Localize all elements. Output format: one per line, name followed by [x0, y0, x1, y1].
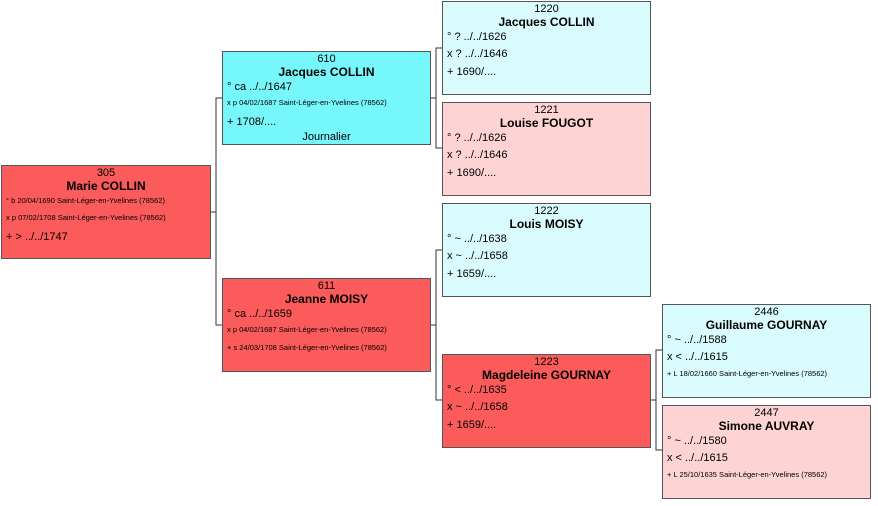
marriage-line: x ? ../../1646: [447, 149, 508, 161]
birth-line: ° ca ../../1647: [227, 81, 292, 93]
death-line: + 1659/....: [447, 268, 497, 280]
person-name: Jeanne MOISY: [284, 292, 369, 306]
birth-line: ° ~ ../../1588: [667, 334, 727, 346]
sosa-number: 305: [96, 167, 116, 179]
person-name: Guillaume GOURNAY: [705, 318, 828, 332]
occupation: Journalier: [302, 131, 351, 143]
marriage-line: x ~ ../../1658: [447, 401, 508, 413]
person-box-611[interactable]: 611 Jeanne MOISY ° ca ../../1659 x p 04/…: [222, 278, 431, 372]
marriage-line: x p 04/02/1687 Saint-Léger-en-Yvelines (…: [227, 98, 387, 107]
person-box-2447[interactable]: 2447 Simone AUVRAY ° ~ ../../1580 x < ..…: [662, 405, 871, 499]
sosa-number: 2447: [754, 407, 779, 419]
death-line: + 1690/....: [447, 167, 497, 179]
person-name: Simone AUVRAY: [718, 419, 815, 433]
connector-305-parents: [211, 97, 222, 213]
person-name: Magdeleine GOURNAY: [482, 368, 611, 382]
birth-line: ° ? ../../1626: [447, 132, 507, 144]
marriage-line: x < ../../1615: [667, 452, 728, 464]
connector-305-mother: [215, 212, 222, 326]
connector-610-mother: [435, 98, 442, 149]
person-name: Jacques COLLIN: [498, 15, 595, 29]
connector-611-mother: [435, 325, 442, 401]
death-line: + > ../../1747: [6, 231, 68, 243]
death-line: + 1708/....: [227, 116, 277, 128]
person-name: Louis MOISY: [509, 217, 584, 231]
death-line: + s 24/03/1708 Saint-Léger-en-Yvelines (…: [227, 343, 387, 352]
marriage-line: x p 07/02/1708 Saint-Léger-en-Yvelines (…: [6, 213, 166, 222]
connector-1223-parents: [651, 349, 662, 401]
person-box-1220[interactable]: 1220 Jacques COLLIN ° ? ../../1626 x ? .…: [442, 1, 651, 95]
connector-611-parents: [431, 249, 442, 326]
death-line: + L 25/10/1635 Saint-Léger-en-Yvelines (…: [667, 470, 828, 479]
birth-line: ° < ../../1635: [447, 384, 507, 396]
person-box-1222[interactable]: 1222 Louis MOISY ° ~ ../../1638 x ~ ../.…: [442, 203, 651, 297]
birth-line: ° ~ ../../1638: [447, 233, 507, 245]
birth-line: ° ~ ../../1580: [667, 435, 727, 447]
person-name: Louise FOUGOT: [499, 116, 594, 130]
sosa-number: 1223: [534, 356, 559, 368]
sosa-number: 2446: [754, 306, 779, 318]
person-box-610[interactable]: 610 Jacques COLLIN ° ca ../../1647 x p 0…: [222, 51, 431, 145]
person-box-1221[interactable]: 1221 Louise FOUGOT ° ? ../../1626 x ? ..…: [442, 102, 651, 196]
death-line: + 1690/....: [447, 66, 497, 78]
sosa-number: 1221: [534, 104, 559, 116]
sosa-number: 1222: [534, 205, 559, 217]
birth-line: ° ? ../../1626: [447, 31, 507, 43]
marriage-line: x ? ../../1646: [447, 48, 508, 60]
connector-1223-mother: [655, 400, 662, 451]
marriage-line: x p 04/02/1687 Saint-Léger-en-Yvelines (…: [227, 325, 387, 334]
sosa-number: 610: [317, 53, 336, 65]
marriage-line: x < ../../1615: [667, 351, 728, 363]
sosa-number: 611: [317, 280, 336, 292]
person-name: Jacques COLLIN: [278, 65, 375, 79]
marriage-line: x ~ ../../1658: [447, 250, 508, 262]
death-line: + L 18/02/1660 Saint-Léger-en-Yvelines (…: [667, 369, 828, 378]
death-line: + 1659/....: [447, 419, 497, 431]
person-name: Marie COLLIN: [66, 179, 146, 193]
birth-line: ° ca ../../1659: [227, 308, 292, 320]
connector-610-parents: [431, 47, 442, 99]
person-box-1223[interactable]: 1223 Magdeleine GOURNAY ° < ../../1635 x…: [442, 354, 651, 448]
person-box-305[interactable]: 305 Marie COLLIN ° b 20/04/1690 Saint-Lé…: [1, 165, 211, 259]
birth-line: ° b 20/04/1690 Saint-Léger-en-Yvelines (…: [6, 196, 165, 205]
sosa-number: 1220: [534, 3, 559, 15]
person-box-2446[interactable]: 2446 Guillaume GOURNAY ° ~ ../../1588 x …: [662, 304, 871, 398]
